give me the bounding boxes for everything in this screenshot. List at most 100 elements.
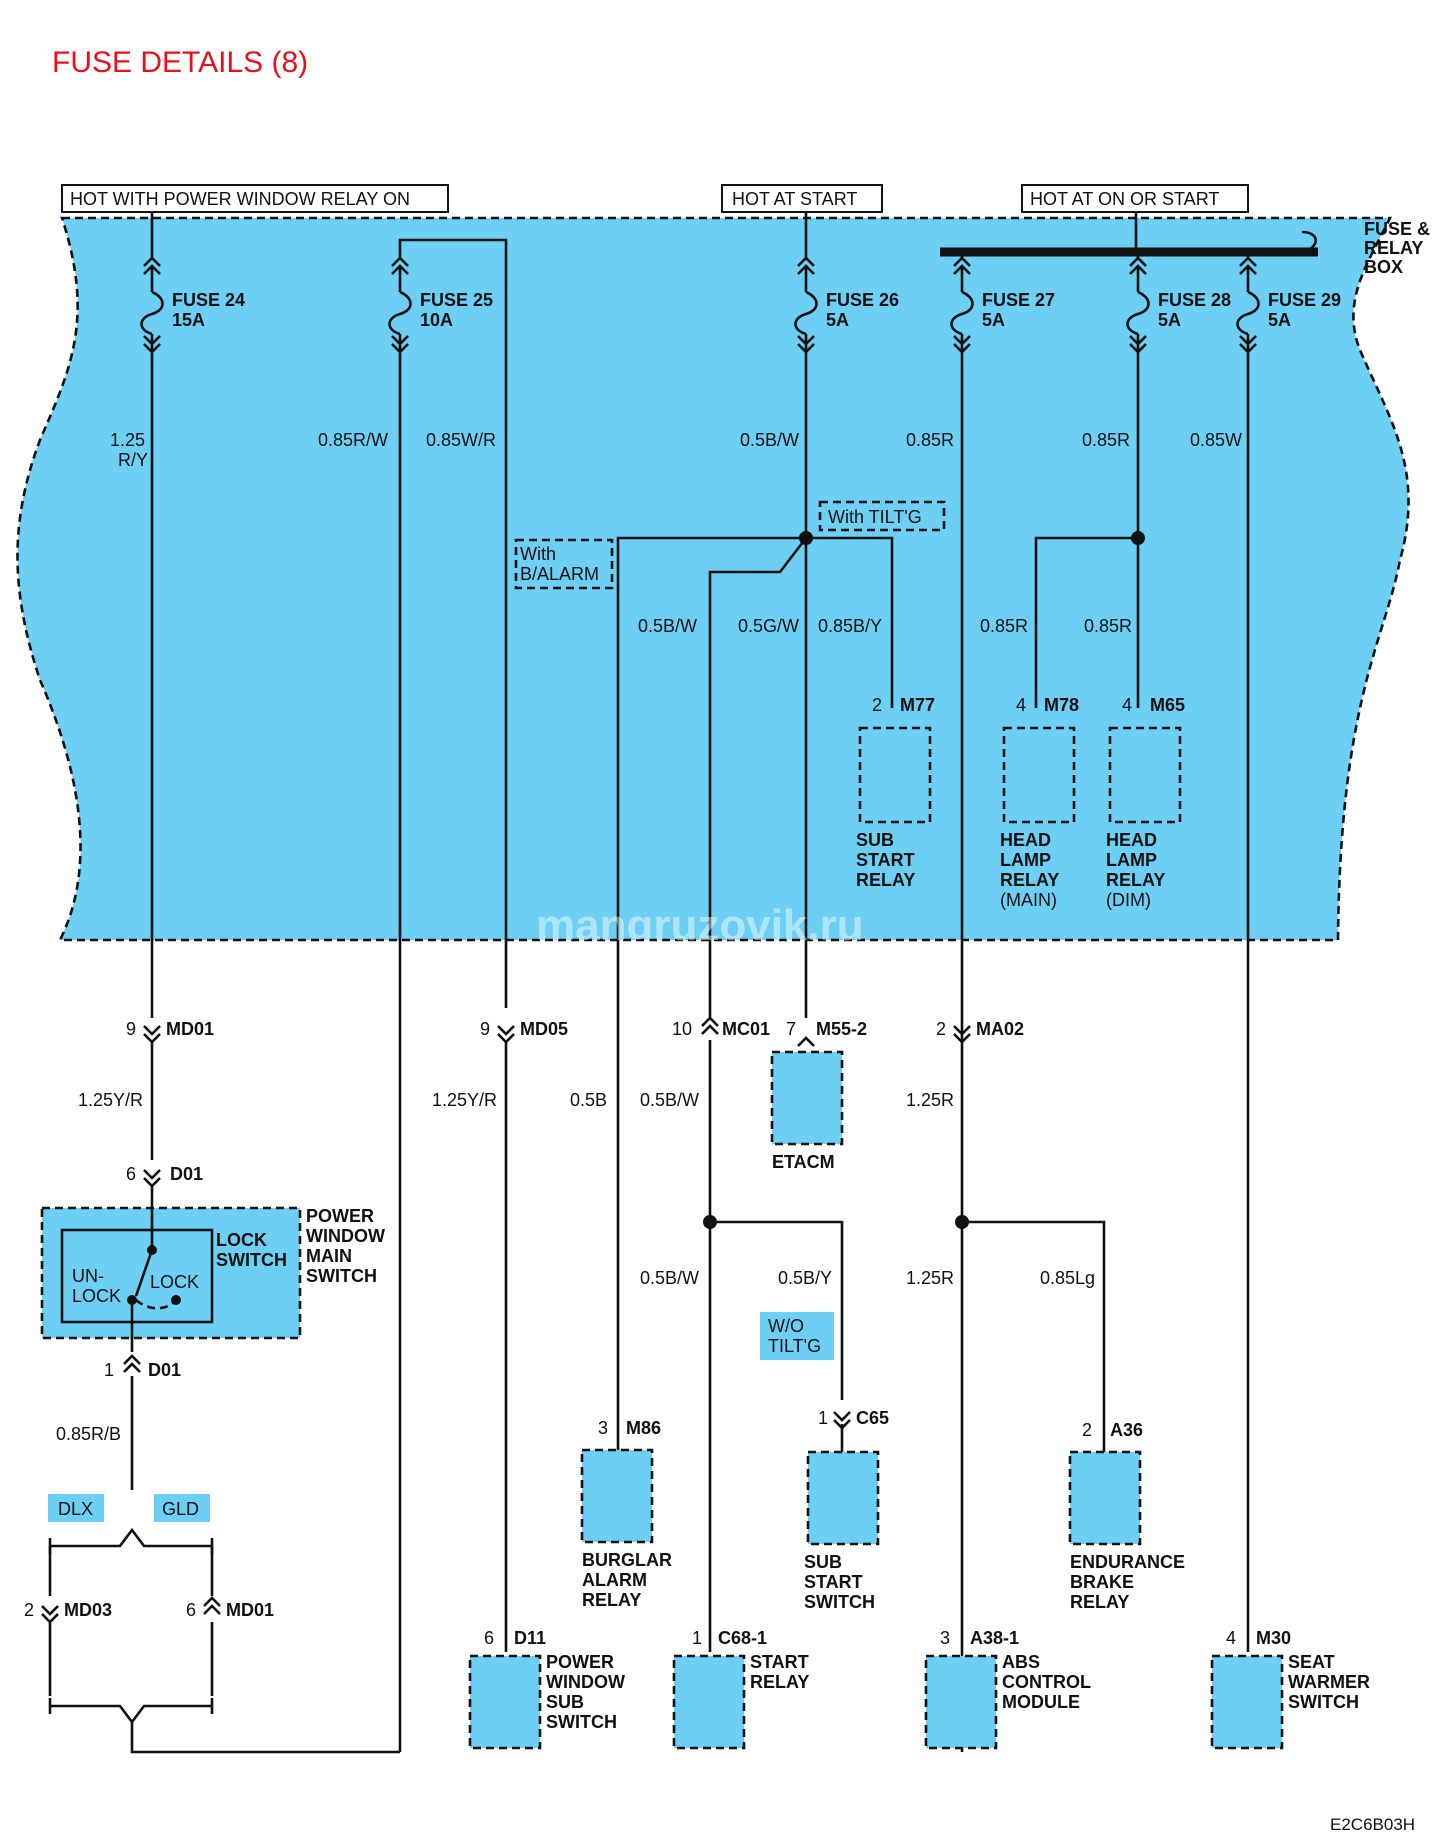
wire-label-mc01-in: 0.5G/W	[738, 616, 799, 636]
fuse-element	[140, 290, 164, 336]
fuse-name: FUSE 25	[420, 290, 493, 310]
wire-label-a38-in: 1.25R	[906, 1268, 954, 1288]
label-head-dim-1: HEAD	[1106, 830, 1157, 850]
glyph-md05	[497, 1025, 515, 1044]
connector-c65: C65	[856, 1408, 889, 1428]
label-pw-main-4: SWITCH	[306, 1266, 377, 1286]
component-sub-start-switch	[806, 1450, 880, 1546]
label-endurance-3: RELAY	[1070, 1592, 1129, 1612]
wire-label-f29: 0.85W	[1190, 430, 1242, 450]
wire-label-md01-out: 1.25Y/R	[78, 1090, 143, 1110]
label-pw-sub-1: POWER	[546, 1652, 614, 1672]
supply-power-window: HOT WITH POWER WINDOW RELAY ON	[70, 189, 410, 209]
label-unlock-2: LOCK	[72, 1286, 121, 1306]
wire-c65-branch	[710, 1220, 844, 1400]
box-label-line3: BOX	[1364, 257, 1403, 277]
fuse-rating: 10A	[420, 310, 453, 330]
label-sub-start-relay-3: RELAY	[856, 870, 915, 890]
fuse-rating: 5A	[1158, 310, 1181, 330]
connector-m65: M65	[1150, 695, 1185, 715]
supply-box-power-window	[61, 184, 449, 213]
connector-chevron	[123, 1362, 141, 1373]
connector-chevron	[833, 1411, 851, 1422]
supply-start: HOT AT START	[732, 189, 857, 209]
component-seat-warmer-switch	[1210, 1654, 1284, 1750]
connector-m55: M55-2	[816, 1019, 867, 1039]
wire-label-md05-out: 1.25Y/R	[432, 1090, 497, 1110]
wire-label-m65-in: 0.85R	[1084, 616, 1132, 636]
wire-return-f25	[130, 1722, 400, 1754]
fuse-rating: 15A	[172, 310, 205, 330]
label-pw-main-1: POWER	[306, 1206, 374, 1226]
wire-label-a36-in: 0.85Lg	[1040, 1268, 1095, 1288]
wire-label-m77-in: 0.85B/Y	[818, 616, 882, 636]
label-burglar-3: RELAY	[582, 1590, 641, 1610]
connector-md01-gld: MD01	[226, 1600, 274, 1620]
pin-m55: 7	[786, 1019, 796, 1039]
label-pw-main-3: MAIN	[306, 1246, 352, 1266]
pin-a36: 2	[1082, 1420, 1092, 1440]
pin-m78: 4	[1016, 695, 1026, 715]
pin-m65: 4	[1122, 695, 1132, 715]
option-tilt: With TILT'G	[828, 507, 922, 527]
wire-label-d01-out: 0.85R/B	[56, 1424, 121, 1444]
connector-chevron	[143, 1025, 161, 1036]
label-pw-sub-4: SWITCH	[546, 1712, 617, 1732]
pin-mc01: 10	[672, 1019, 692, 1039]
connector-ma02: MA02	[976, 1019, 1024, 1039]
wire-m77-branch	[806, 536, 894, 708]
watermark: mangruzovik.ru	[536, 901, 864, 950]
label-head-dim-4: (DIM)	[1106, 890, 1151, 910]
box-label-line1: FUSE &	[1364, 219, 1430, 239]
label-seat-1: SEAT	[1288, 1652, 1335, 1672]
tag-gld: GLD	[162, 1499, 199, 1519]
glyph-d01-top	[143, 1169, 161, 1188]
fuse-element	[794, 290, 818, 336]
connector-chevron	[497, 1025, 515, 1036]
pin-md05: 9	[480, 1019, 490, 1039]
glyph-m55	[797, 1036, 815, 1047]
connector-a36: A36	[1110, 1420, 1143, 1440]
connector-glyphs	[41, 1016, 971, 1624]
wire-label-f26: 0.5B/W	[740, 430, 799, 450]
fuse-element	[1126, 290, 1150, 336]
label-head-main-4: (MAIN)	[1000, 890, 1057, 910]
pin-md03: 2	[24, 1600, 34, 1620]
wire-mc01-branch	[708, 537, 808, 1018]
label-head-main-2: LAMP	[1000, 850, 1051, 870]
component-head-lamp-relay-main	[1002, 726, 1076, 824]
connector-a38: A38-1	[970, 1628, 1019, 1648]
connector-c68: C68-1	[718, 1628, 767, 1648]
contact-lock	[171, 1295, 181, 1305]
connector-chevron	[41, 1605, 59, 1616]
label-head-main-3: RELAY	[1000, 870, 1059, 890]
label-head-dim-3: RELAY	[1106, 870, 1165, 890]
pin-c65: 1	[818, 1408, 828, 1428]
diagram-code: E2C6B03H	[1330, 1815, 1415, 1834]
fuse-element	[950, 290, 974, 336]
pin-md01-gld: 6	[186, 1600, 196, 1620]
label-burglar-2: ALARM	[582, 1570, 647, 1590]
split-top	[50, 1527, 212, 1548]
box-label-line2: RELAY	[1364, 238, 1423, 258]
fuse-chevron	[1129, 335, 1147, 346]
label-pw-sub-3: SUB	[546, 1692, 584, 1712]
wire-label-f27: 0.85R	[906, 430, 954, 450]
pin-d01-top: 6	[126, 1164, 136, 1184]
wire-a36-branch	[962, 1220, 1106, 1452]
label-endurance-2: BRAKE	[1070, 1572, 1134, 1592]
wire-label-f24-b: R/Y	[118, 450, 148, 470]
label-lock: LOCK	[150, 1272, 199, 1292]
connector-md03: MD03	[64, 1600, 112, 1620]
option-alarm-line1: With	[520, 544, 556, 564]
pin-d11: 6	[484, 1628, 494, 1648]
component-etacm	[770, 1050, 844, 1146]
wire-label-f25b: 0.85W/R	[426, 430, 496, 450]
fuse-relay-box	[16, 216, 1410, 942]
wire-label-m86-out: 0.5B	[570, 1090, 607, 1110]
label-head-main-1: HEAD	[1000, 830, 1051, 850]
